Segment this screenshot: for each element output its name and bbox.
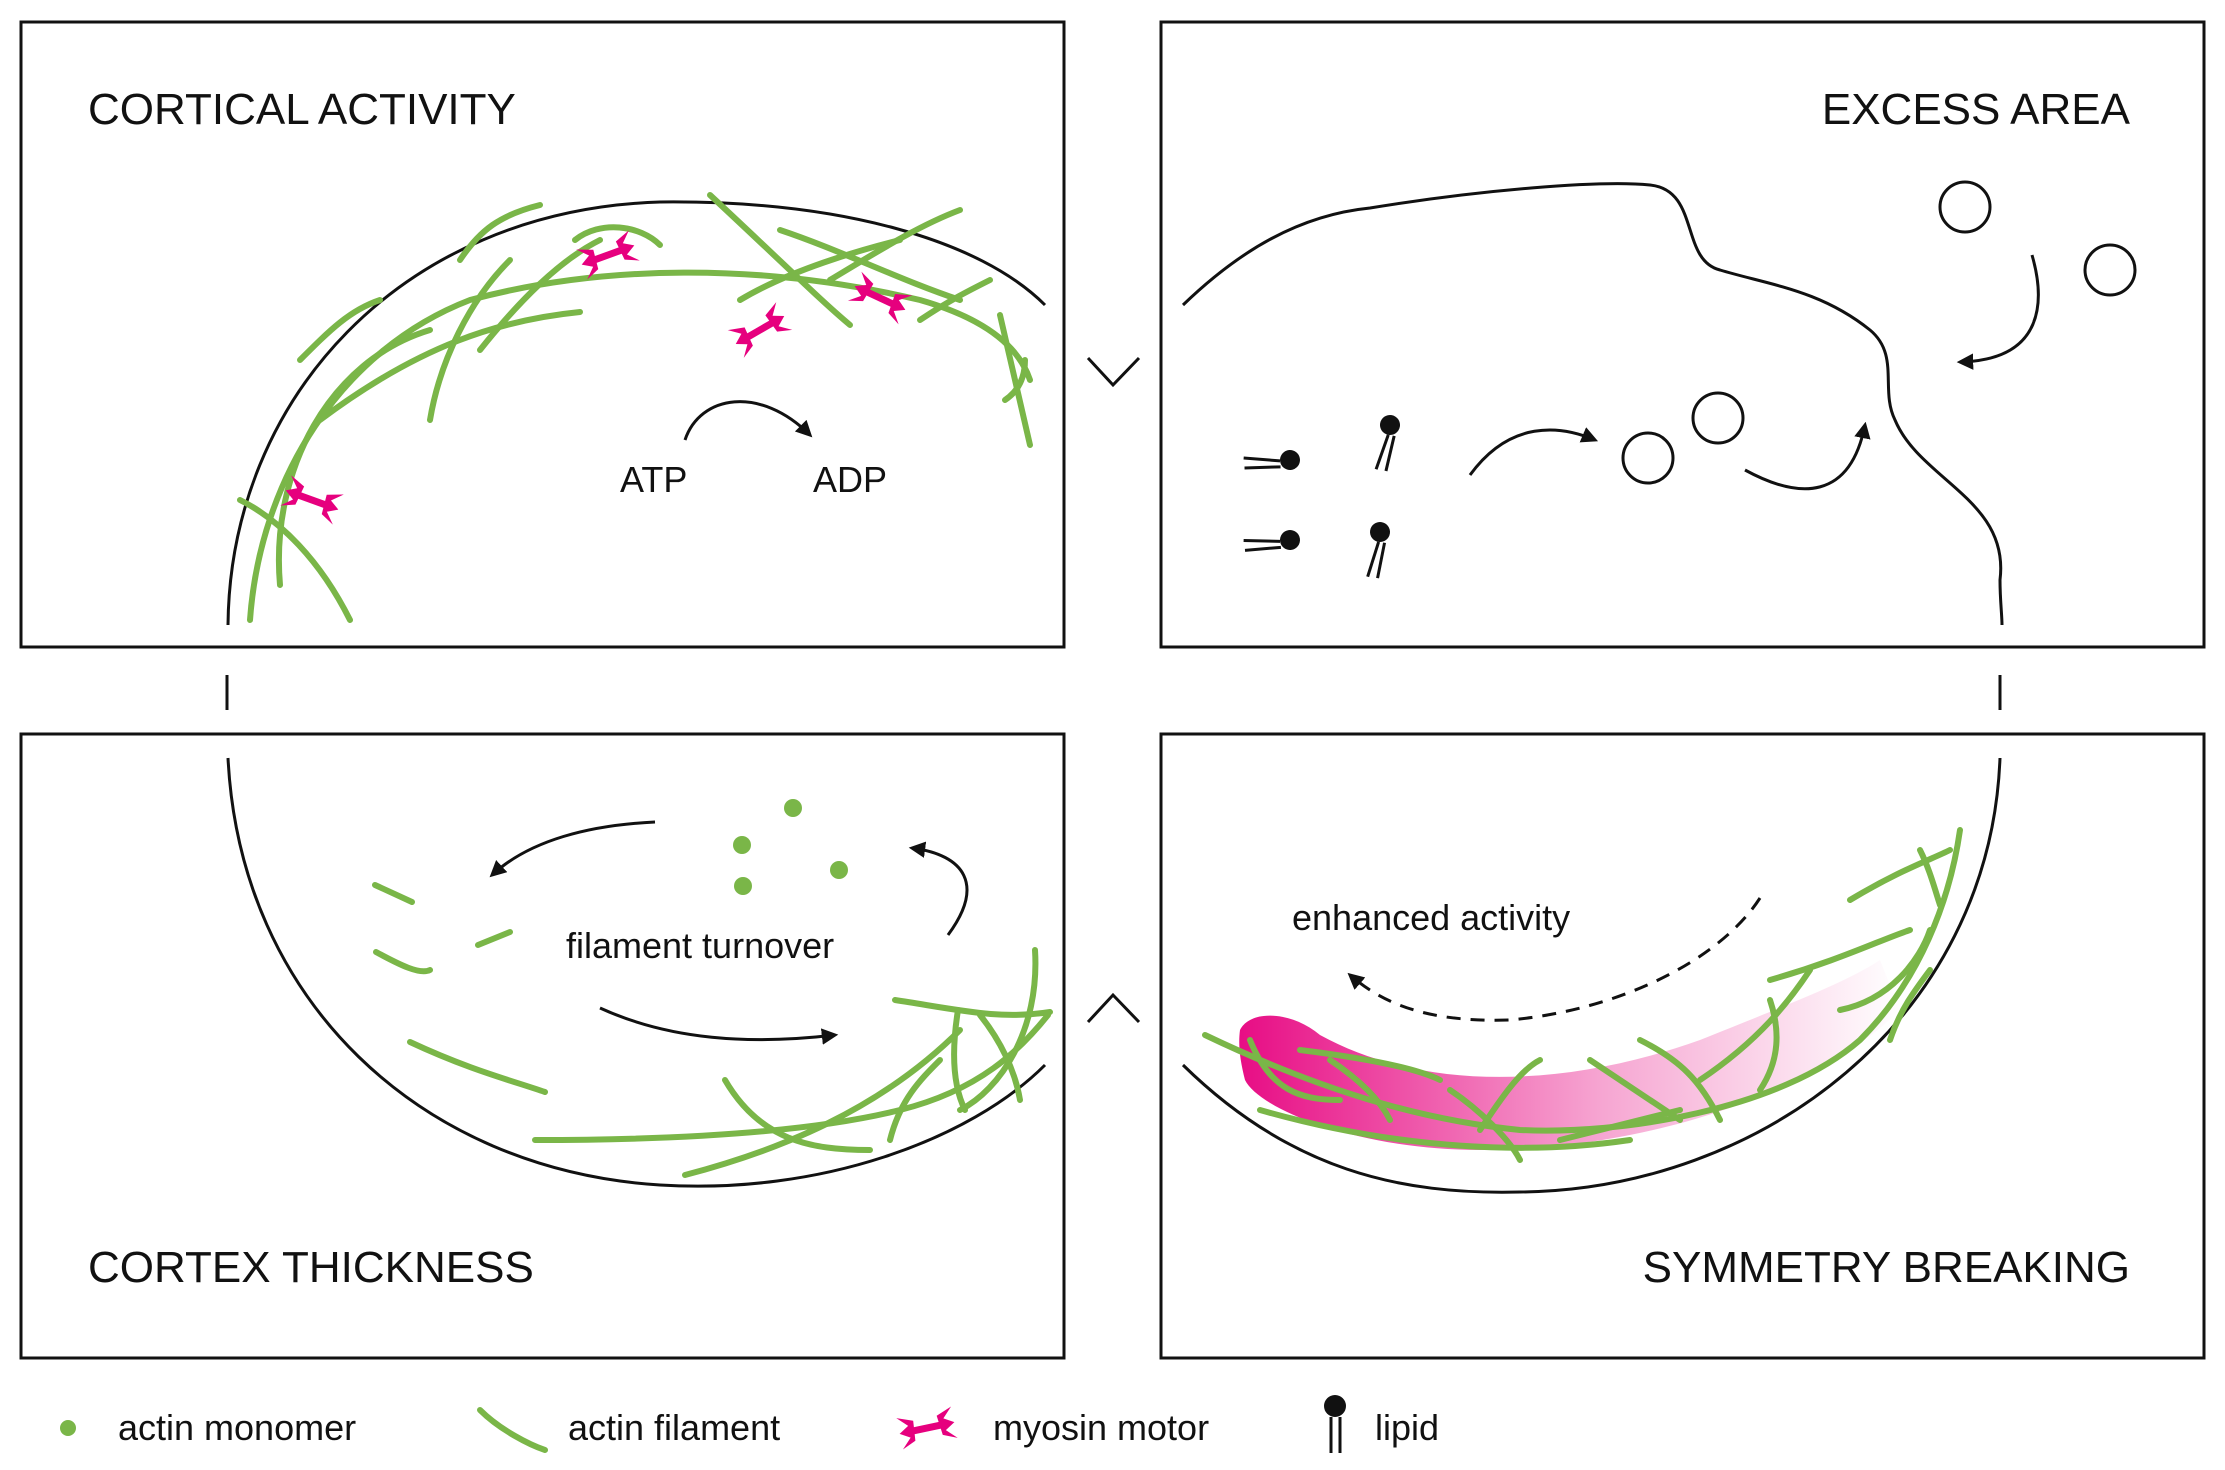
legend-lipid-label: lipid	[1375, 1407, 1439, 1448]
actin-monomers	[733, 799, 848, 895]
legend-myosin-motor-label: myosin motor	[993, 1407, 1209, 1448]
panel-frame-symmetry-breaking	[1159, 732, 2206, 1360]
cell-outline-bottom-left	[226, 757, 1047, 1188]
atp-to-adp-arrow	[683, 400, 813, 441]
panel-title-symmetry-breaking: SYMMETRY BREAKING	[1643, 1243, 2130, 1292]
panel-frame-cortical-activity	[19, 20, 1066, 649]
vesicle-incoming-arrow	[1956, 254, 2040, 370]
legend-actin-filament-label: actin filament	[568, 1407, 780, 1448]
panel-title-cortex-thickness: CORTEX THICKNESS	[88, 1243, 534, 1292]
enhanced-activity-arrow	[1347, 897, 1762, 1022]
turnover-actin-fragments	[372, 882, 1053, 1178]
membrane-lipids	[1241, 411, 1404, 581]
legend-myosin-motor-glyph	[896, 1407, 957, 1450]
lipid-to-vesicle-arrow	[1468, 427, 1599, 476]
panel-title-excess-area: EXCESS AREA	[1822, 85, 2131, 134]
legend: actin monomer actin filament myosin moto…	[60, 1395, 1439, 1453]
membrane-vesicles	[1621, 180, 2137, 485]
cell-outline-bottom-right	[1181, 757, 2002, 1194]
vesicle-fusion-arrow	[1744, 421, 1871, 491]
legend-actin-filament-stroke	[477, 1407, 548, 1453]
junction-down-chevron	[1086, 356, 1141, 388]
adp-label: ADP	[813, 459, 887, 500]
panel-title-cortical-activity: CORTICAL ACTIVITY	[88, 85, 516, 134]
turnover-arrow-bottom	[599, 1006, 839, 1045]
atp-label: ATP	[620, 459, 687, 500]
filament-turnover-label: filament turnover	[566, 925, 834, 966]
turnover-arrow-right	[908, 841, 969, 936]
turnover-arrow-top	[489, 820, 656, 878]
legend-actin-monomer-label: actin monomer	[118, 1407, 356, 1448]
cell-outline-top-left	[226, 200, 1047, 626]
cortical-actin-network	[237, 192, 1033, 623]
enhanced-activity-label: enhanced activity	[1292, 897, 1570, 938]
panel-frame-excess-area	[1159, 20, 2206, 649]
legend-actin-monomer-dot	[60, 1420, 76, 1436]
symmetry-actin-network	[1202, 827, 1963, 1163]
junction-up-chevron	[1086, 992, 1141, 1024]
cell-outline-top-right	[1181, 182, 2004, 626]
panel-frame-cortex-thickness	[19, 732, 1066, 1360]
legend-lipid-glyph	[1324, 1395, 1346, 1453]
